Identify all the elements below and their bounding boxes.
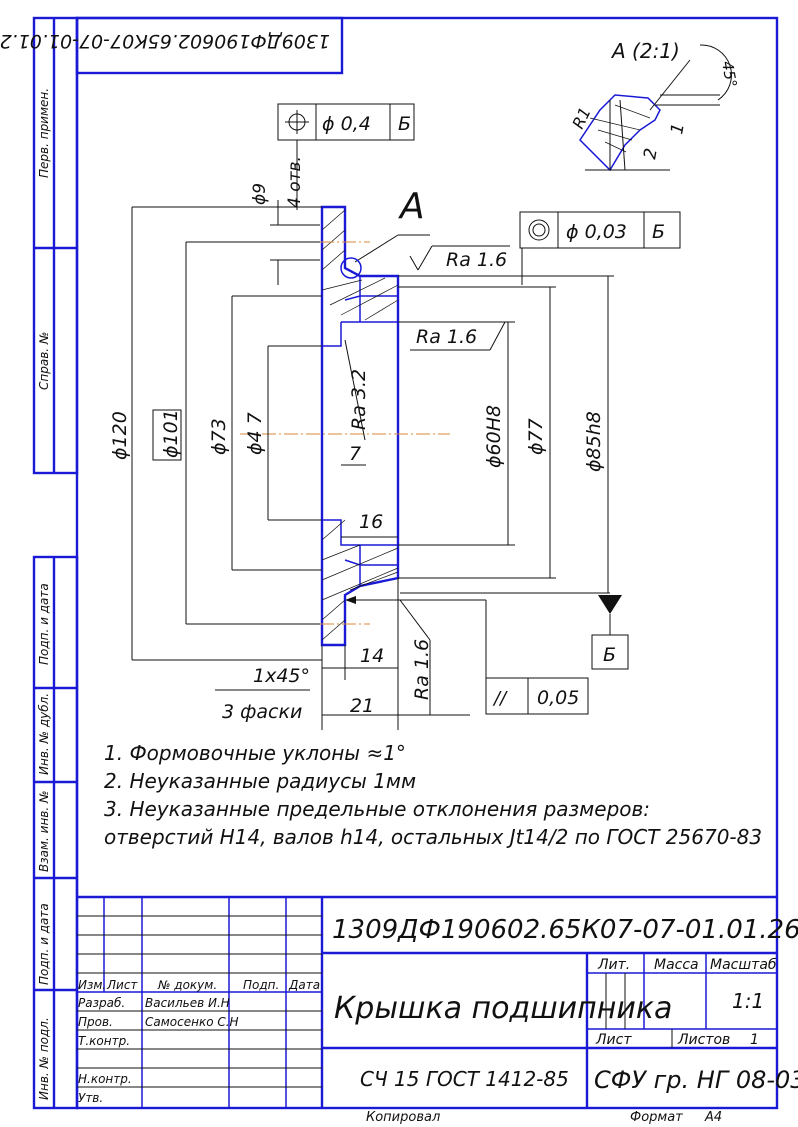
detail-angle: 45° — [718, 60, 740, 89]
tol2-value: ϕ 0,03 — [566, 221, 627, 243]
dim-len16: 16 — [359, 511, 383, 533]
person-prov: Самосенко С.Н — [145, 1015, 239, 1029]
roughness-4: Ra 1.6 — [411, 639, 433, 700]
tol1-datum: Б — [398, 113, 411, 135]
title-block: Изм. Лист № докум. Подп. Дата Разраб. Ва… — [77, 895, 798, 1108]
view-label: А — [398, 186, 425, 227]
organization: СФУ гр. НГ 08-03 — [594, 1066, 798, 1094]
footer-format: Формат — [630, 1110, 683, 1125]
hdr-date: Дата — [288, 978, 320, 992]
tolerance-frame-parallel: // 0,05 — [345, 596, 589, 715]
tolerance-frame-position: ϕ 0,4 Б — [277, 103, 415, 210]
dim-chamfer: 1x45° — [253, 665, 310, 687]
role-prov: Пров. — [78, 1015, 113, 1029]
detail-dim2: 2 — [640, 147, 662, 161]
stamp-box — [75, 16, 344, 75]
technical-notes: 1. Формовочные уклоны ≈1° 2. Неуказанные… — [104, 741, 762, 849]
role-tkontr: Т.контр. — [78, 1034, 130, 1048]
hdr-masshtab: Масштаб — [710, 957, 777, 973]
label-perv-primen: Перв. примен. — [37, 88, 51, 178]
detail-view: А (2:1) R1 45° 1 2 — [568, 39, 740, 172]
tol3-symbol: // — [492, 688, 508, 709]
label-sprav: Справ. № — [37, 332, 51, 390]
dim-chamfer-note: 3 фаски — [222, 701, 302, 723]
roughness-3: Ra 3.2 — [348, 369, 370, 430]
tol2-datum: Б — [652, 221, 665, 243]
hdr-lit: Лит. — [597, 957, 630, 973]
tol1-value: ϕ 0,4 — [322, 113, 371, 135]
hdr-list: Лист — [106, 978, 138, 992]
role-nkontr: Н.контр. — [78, 1072, 132, 1086]
dim-d9: ϕ9 — [250, 183, 270, 205]
hdr-sheets: Листов — [677, 1032, 730, 1048]
detail-dim1: 1 — [667, 122, 689, 136]
stamp-rotated-text: 1309ДФ190602.65К07-07-01.01.26 — [0, 30, 330, 52]
note-1: 1. Формовочные уклоны ≈1° — [104, 741, 406, 765]
footer-format-value: А4 — [704, 1110, 722, 1125]
tolerance-frame-runout: ϕ 0,03 Б — [519, 211, 681, 285]
dim-d85: ϕ85h8 — [583, 411, 605, 472]
dim-d60: ϕ60Н8 — [483, 405, 505, 468]
left-strip: Перв. примен. Справ. № Подп. и дата Инв.… — [32, 16, 79, 1110]
hdr-podp: Подп. — [243, 978, 279, 992]
dim-d47: ϕ4 7 — [244, 412, 266, 455]
role-utv: Утв. — [78, 1091, 103, 1105]
dimension-texts: ϕ9 4 отв. ϕ120 ϕ101 ϕ73 ϕ4 7 ϕ60Н8 ϕ77 ϕ… — [109, 156, 605, 723]
person-razrab: Васильев И.Н — [145, 996, 230, 1010]
dim-holes: 4 отв. — [285, 156, 305, 208]
hdr-doc: № докум. — [157, 978, 217, 992]
dim-len14: 14 — [360, 645, 384, 667]
label-podp-data-2: Подп. и дата — [37, 903, 51, 985]
note-3: 3. Неуказанные предельные отклонения раз… — [104, 797, 650, 821]
part-name: Крышка подшипника — [334, 991, 672, 1026]
dim-d120: ϕ120 — [109, 411, 131, 460]
footer-copied: Копировал — [366, 1110, 440, 1125]
hdr-izm: Изм. — [78, 978, 106, 992]
hdr-sheet: Лист — [595, 1032, 632, 1048]
roughness-1: Ra 1.6 — [446, 249, 507, 271]
roughness-marks: Ra 1.6 Ra 1.6 Ra 3.2 Ra 1.6 — [344, 245, 510, 715]
dim-d77: ϕ77 — [525, 418, 547, 455]
material: СЧ 15 ГОСТ 1412-85 — [360, 1067, 569, 1091]
dimension-lines — [131, 200, 614, 730]
label-inv-dubl: Инв. № дубл. — [37, 693, 51, 775]
scale-value: 1:1 — [732, 989, 764, 1013]
detail-radius: R1 — [568, 104, 594, 131]
note-4: отверстий Н14, валов h14, остальных Jt14… — [104, 825, 762, 849]
role-razrab: Разраб. — [78, 996, 125, 1010]
dim-d101: ϕ101 — [160, 409, 182, 458]
dim-len7: 7 — [349, 443, 361, 465]
doc-number: 1309ДФ190602.65К07-07-01.01.26 — [332, 915, 798, 945]
part-section — [240, 205, 450, 647]
label-inv-podl: Инв. № подл. — [37, 1017, 51, 1100]
roughness-2: Ra 1.6 — [416, 326, 477, 348]
datum-marker: Б — [400, 592, 629, 670]
label-vzam-inv: Взам. инв. № — [37, 791, 51, 872]
tol3-value: 0,05 — [537, 687, 579, 709]
hdr-massa: Масса — [654, 957, 699, 973]
sheets-count: 1 — [750, 1032, 759, 1048]
dim-len21: 21 — [350, 695, 374, 717]
note-2: 2. Неуказанные радиусы 1мм — [104, 769, 416, 793]
detail-label: А (2:1) — [610, 39, 680, 63]
dim-d73: ϕ73 — [208, 418, 230, 455]
datum-label: Б — [603, 644, 616, 666]
label-podp-data-1: Подп. и дата — [37, 583, 51, 665]
